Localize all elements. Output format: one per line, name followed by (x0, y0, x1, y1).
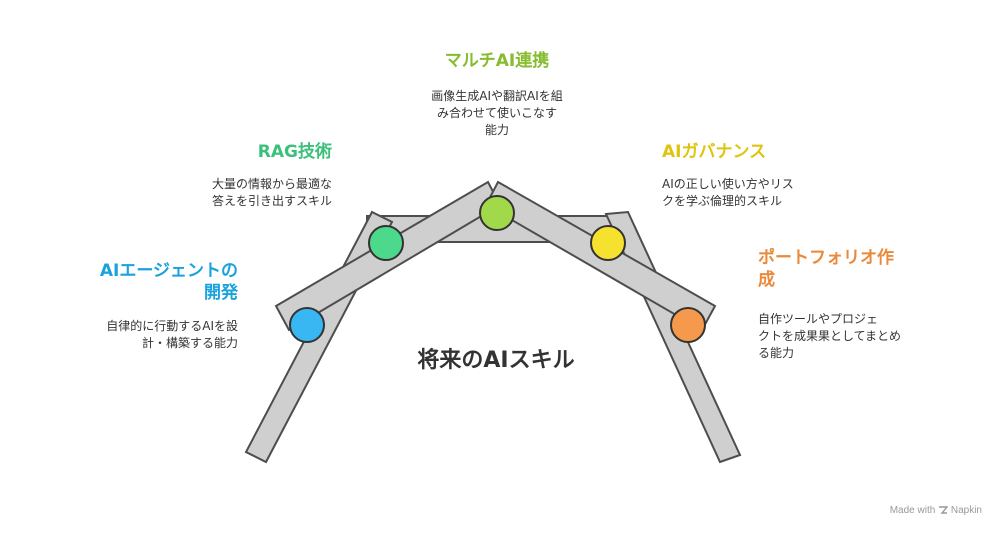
desc-multi-ai: 画像生成AIや翻訳AIを組 み合わせて使いこなす 能力 (431, 89, 563, 137)
desc-rag: 大量の情報から最適な 答えを引き出すスキル (211, 177, 332, 208)
title-governance: AIガバナンス (662, 142, 767, 162)
node-governance (590, 225, 626, 261)
napkin-logo-icon (939, 506, 949, 514)
desc-portfolio: 自作ツールやプロジェ クトを成果果としてまとめ る能力 (758, 312, 902, 360)
desc-governance: AIの正しい使い方やリス クを学ぶ倫理的スキル (662, 177, 794, 208)
title-agent-dev: AIエージェントの 開発 (99, 261, 238, 303)
center-title: 将来のAIスキル (417, 348, 575, 373)
title-portfolio: ポートフォリオ作 成 (758, 248, 894, 290)
node-agent (289, 307, 325, 343)
desc-agent-dev: 自律的に行動するAIを設 計・構築する能力 (106, 319, 238, 350)
title-multi-ai: マルチAI連携 (444, 51, 550, 71)
credit: Made with Napkin (890, 505, 982, 516)
node-portfolio (670, 307, 706, 343)
credit-prefix: Made with (889, 505, 936, 516)
node-multi-ai (479, 195, 515, 231)
credit-brand: Napkin (950, 505, 982, 516)
node-rag (368, 225, 404, 261)
title-rag: RAG技術 (257, 142, 332, 162)
right-leg (604, 210, 742, 464)
